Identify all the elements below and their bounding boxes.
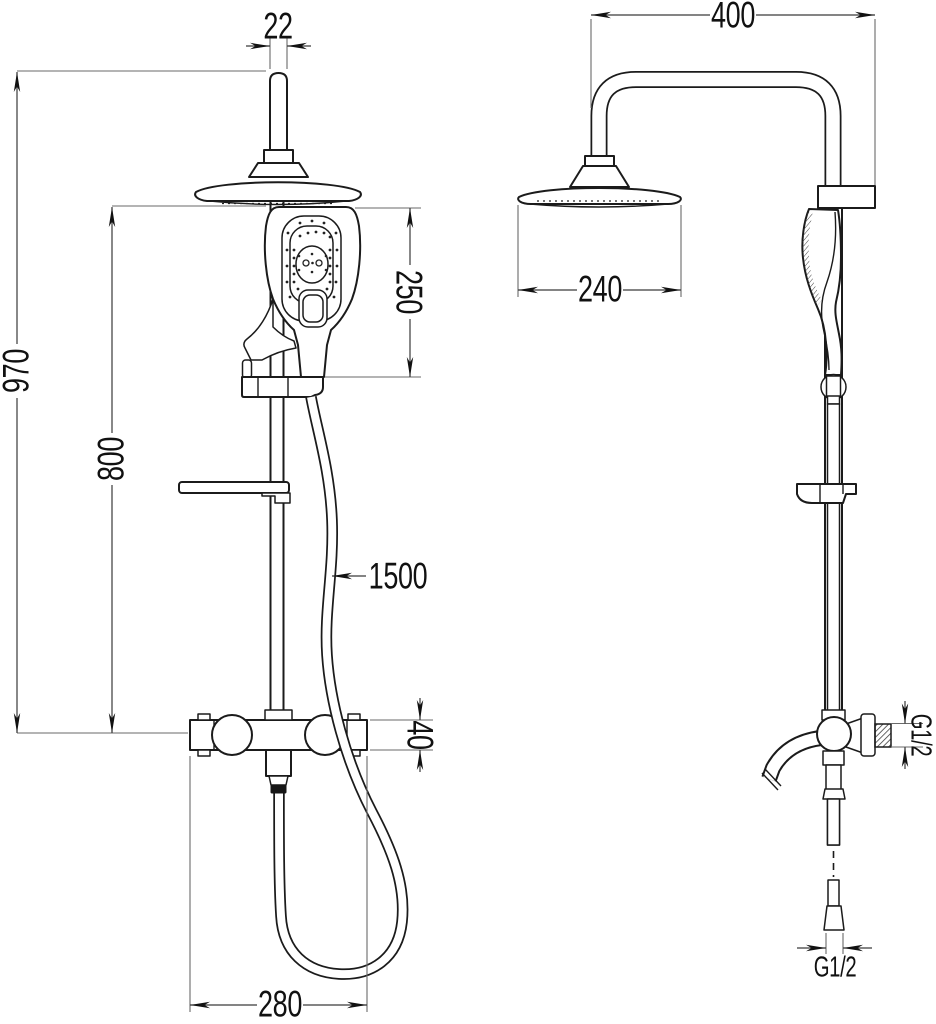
top-pipe bbox=[269, 72, 288, 151]
rain-head bbox=[194, 149, 362, 206]
dim-hose-thread: G1/2 bbox=[813, 951, 857, 984]
dim-mixer-body-height: 40 bbox=[399, 720, 441, 750]
side-view bbox=[517, 71, 892, 931]
dimension-lines bbox=[13, 11, 923, 1012]
dim-rail-span: 800 bbox=[90, 437, 132, 481]
dim-top-pipe-width: 22 bbox=[263, 5, 293, 47]
front-view bbox=[178, 72, 409, 980]
dim-hand-shower-span: 250 bbox=[388, 270, 430, 314]
soap-shelf bbox=[178, 481, 291, 504]
dim-mixer-width: 280 bbox=[258, 983, 302, 1024]
dim-arm-projection: 400 bbox=[711, 0, 755, 36]
slider-holder bbox=[241, 376, 324, 398]
dim-wall-thread: G1/2 bbox=[904, 713, 936, 757]
dim-head-width: 240 bbox=[578, 268, 622, 310]
mixer-handle-left bbox=[211, 714, 253, 756]
dim-total-height: 970 bbox=[0, 349, 37, 393]
hand-shower bbox=[243, 206, 362, 378]
hand-shower-grip bbox=[243, 298, 297, 361]
dim-hose-length: 1500 bbox=[368, 555, 428, 597]
hand-shower-side bbox=[801, 208, 847, 405]
holder-lever bbox=[241, 359, 253, 379]
shower-hose bbox=[273, 395, 409, 980]
wall-bracket bbox=[817, 185, 876, 209]
wall-thread bbox=[874, 723, 892, 748]
shower-arm bbox=[590, 71, 842, 188]
hose-end-connector bbox=[823, 879, 845, 931]
nozzle-dots bbox=[285, 219, 339, 299]
hose-nut bbox=[270, 784, 287, 794]
rain-head-side bbox=[517, 155, 682, 208]
holder-side bbox=[796, 483, 857, 504]
mixer-side bbox=[761, 709, 892, 846]
